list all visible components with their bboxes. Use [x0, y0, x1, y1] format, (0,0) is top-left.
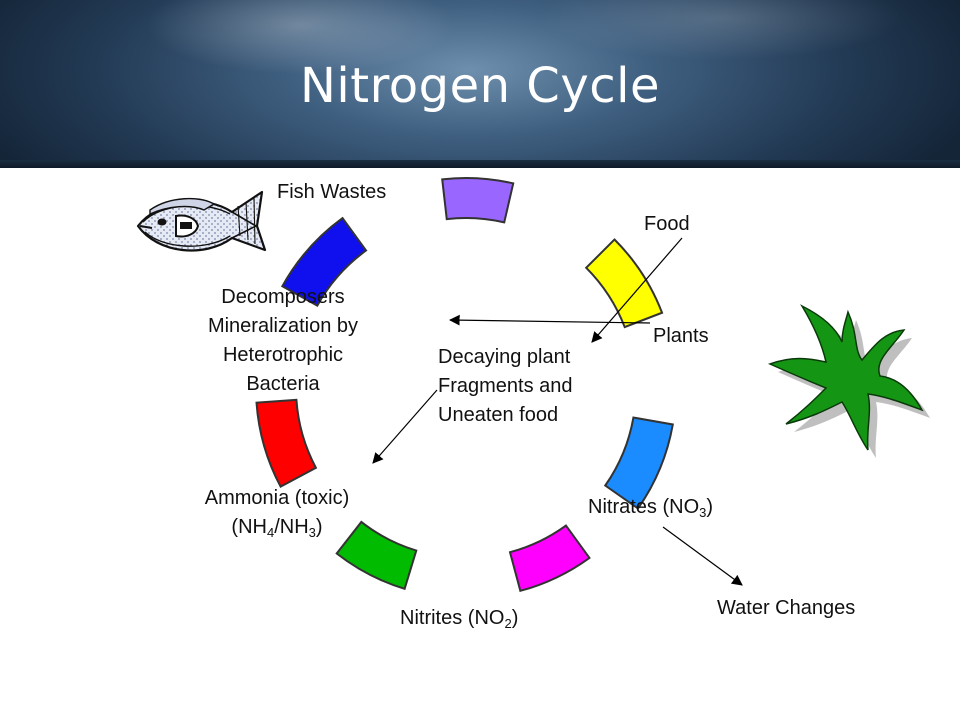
nitrates-text: Nitrates (NO	[588, 496, 700, 518]
water-changes-label: Water Changes	[717, 597, 856, 619]
ammonia-label: Ammonia (toxic) (NH4/NH3)	[172, 484, 382, 542]
segment-lightblue	[603, 416, 674, 510]
ammonia-subscript-4: 4	[266, 525, 275, 540]
nitrites-label: Nitrites (NO2)	[400, 604, 518, 633]
plant-body	[767, 304, 924, 451]
decaying-line-2: Fragments and	[438, 375, 573, 397]
ammonia-formula-open: (NH	[231, 516, 267, 538]
cycle-ring	[255, 177, 674, 593]
nitrates-subscript: 3	[699, 505, 707, 520]
ammonia-line-1: Ammonia (toxic)	[204, 487, 350, 509]
segment-purple	[441, 177, 515, 224]
banner-edge	[0, 160, 960, 168]
decaying-label: Decaying plant Fragments and Uneaten foo…	[438, 343, 573, 430]
food-to-decaying-arrow	[591, 237, 683, 343]
decaying-line-3: Uneaten food	[438, 404, 559, 426]
title-banner: Nitrogen Cycle	[0, 0, 960, 168]
nitrites-close: )	[511, 607, 519, 629]
ammonia-subscript-3: 3	[308, 525, 316, 540]
decomposers-line-3: Heterotrophic	[222, 344, 344, 366]
ammonia-formula-close: )	[315, 516, 323, 538]
nitrates-to-water-changes-arrow	[662, 526, 743, 586]
decomposers-label: Decomposers Mineralization by Heterotrop…	[178, 283, 388, 399]
ammonia-formula-mid: /NH	[274, 516, 309, 538]
plants-label: Plants	[653, 325, 709, 347]
decomposers-line-2: Mineralization by	[207, 315, 359, 337]
page-title: Nitrogen Cycle	[300, 58, 660, 114]
segment-green	[335, 520, 418, 591]
segment-blue	[280, 216, 368, 307]
segment-red	[255, 398, 318, 488]
nitrates-label: Nitrates (NO3)	[588, 493, 713, 522]
decaying-to-ammonia-arrow	[372, 389, 438, 464]
segment-yellow	[584, 238, 664, 329]
ammonia-line-2: (NH4/NH3)	[172, 513, 382, 542]
nitrites-text: Nitrites (NO	[400, 607, 505, 629]
food-label: Food	[644, 213, 690, 235]
fish-wastes-label: Fish Wastes	[277, 181, 387, 203]
nitrites-subscript: 2	[504, 616, 512, 631]
decomposers-line-1: Decomposers	[221, 286, 345, 308]
decomposers-line-4: Bacteria	[246, 373, 320, 395]
plants-to-decomposers-arrow	[448, 314, 651, 326]
decaying-line-1: Decaying plant	[438, 346, 571, 368]
banner-shine	[0, 0, 960, 168]
plant-icon	[767, 304, 930, 458]
nitrates-close: )	[706, 496, 714, 518]
segment-magenta	[508, 524, 591, 593]
fish-icon	[136, 190, 267, 252]
